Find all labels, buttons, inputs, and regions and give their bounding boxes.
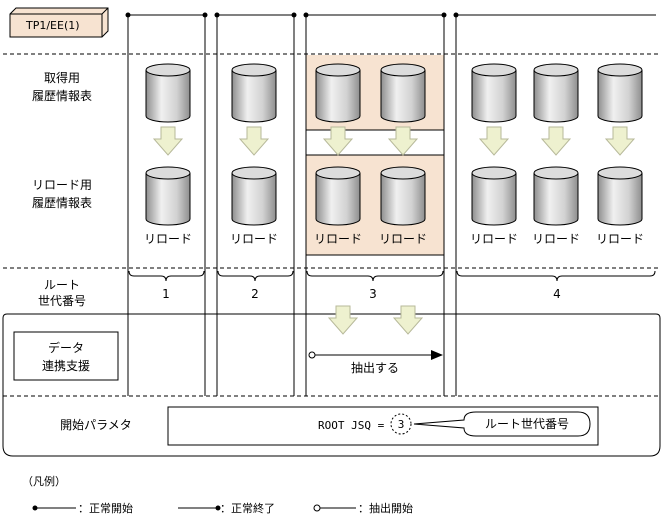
reload-arrow xyxy=(152,126,184,156)
data-link-label-2: 連携支援 xyxy=(42,358,90,373)
reload-arrows xyxy=(152,126,636,156)
generation-number-4: 4 xyxy=(553,287,561,301)
reload-arrow xyxy=(322,126,354,156)
generation-number-2: 2 xyxy=(251,287,259,301)
row-label-reload-1: リロード用 xyxy=(32,178,92,192)
generation-vertical-lines xyxy=(127,15,457,396)
acquired-history-cylinder xyxy=(533,63,579,123)
callout-label: ルート世代番号 xyxy=(485,417,569,431)
extract-line xyxy=(308,350,443,360)
reload-history-cylinder xyxy=(145,166,191,226)
legend-normal-end: ：正常終了 xyxy=(178,501,275,515)
reload-labels: リロードリロードリロードリロードリロードリロードリロード xyxy=(144,232,644,246)
extract-label: 抽出する xyxy=(351,361,399,375)
param-region xyxy=(2,318,661,457)
param-text: ROOT JSQ = xyxy=(318,419,385,432)
row-label-acquired-2: 履歴情報表 xyxy=(32,89,92,103)
reload-label: リロード xyxy=(314,232,362,246)
product-label-box: TP1/EE(1) xyxy=(9,7,109,38)
param-value-circle xyxy=(390,413,412,435)
reload-arrow xyxy=(540,126,572,156)
extract-arrow xyxy=(327,305,359,335)
data-link-region xyxy=(2,313,661,392)
reload-arrow xyxy=(478,126,510,156)
acquired-history-cylinder xyxy=(145,63,191,123)
reload-label: リロード xyxy=(470,232,518,246)
legend-title: （凡例） xyxy=(22,474,66,488)
legend-normal-start-label: ：正常開始 xyxy=(78,501,133,515)
extract-down-arrows xyxy=(327,305,424,335)
row-separators xyxy=(3,53,660,397)
row-label-reload-2: 履歴情報表 xyxy=(32,196,92,210)
generation-number-1: 1 xyxy=(162,287,170,301)
reload-history-cylinder xyxy=(533,166,579,226)
reload-history-cylinder xyxy=(597,166,643,226)
data-link-box xyxy=(13,331,119,381)
reload-label: リロード xyxy=(379,232,427,246)
legend-extract-start-label: ：抽出開始 xyxy=(358,501,413,515)
reload-arrow xyxy=(604,126,636,156)
legend-normal-end-label: ：正常終了 xyxy=(220,501,275,515)
row-label-acquired-1: 取得用 xyxy=(44,70,80,85)
legend-normal-start: ：正常開始 xyxy=(32,501,133,515)
reload-arrow xyxy=(238,126,270,156)
row-label-root-2: 世代番号 xyxy=(38,294,86,308)
reload-label: リロード xyxy=(596,232,644,246)
reload-label: リロード xyxy=(532,232,580,246)
start-param-label: 開始パラメタ xyxy=(60,418,132,432)
legend-extract-start: ：抽出開始 xyxy=(313,501,413,515)
data-link-label-1: データ xyxy=(48,340,84,355)
reload-label: リロード xyxy=(144,232,192,246)
reload-history-cylinder xyxy=(231,166,277,226)
reload-history-cylinder xyxy=(380,166,426,226)
param-value: 3 xyxy=(398,418,405,431)
acquired-history-cylinder xyxy=(597,63,643,123)
product-label: TP1/EE(1) xyxy=(25,19,80,32)
reload-label: リロード xyxy=(230,232,278,246)
acquired-history-cylinder xyxy=(231,63,277,123)
row-label-root-1: ルート xyxy=(44,278,80,292)
extract-arrow xyxy=(392,305,424,335)
gen3-highlight-borders xyxy=(306,129,444,256)
history-table-cylinders xyxy=(145,63,643,226)
generation-number-3: 3 xyxy=(369,287,377,301)
generation-brackets xyxy=(128,270,656,282)
acquired-history-cylinder xyxy=(380,63,426,123)
reload-history-cylinder xyxy=(315,166,361,226)
acquired-history-cylinder xyxy=(471,63,517,123)
callout-bubble xyxy=(413,411,591,437)
acquired-history-cylinder xyxy=(315,63,361,123)
reload-arrow xyxy=(387,126,419,156)
reload-history-cylinder xyxy=(471,166,517,226)
